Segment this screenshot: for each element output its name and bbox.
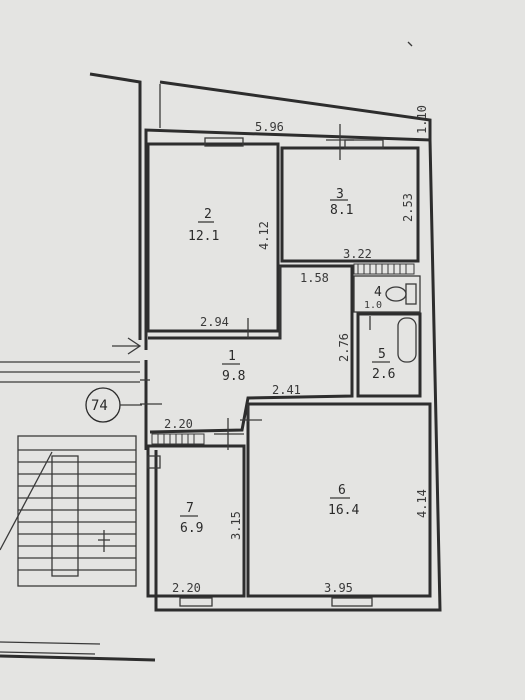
apartment-number-badge: 74	[85, 387, 142, 423]
room-6-area: 16.4	[328, 503, 359, 518]
room-7-area: 6.9	[180, 521, 203, 536]
dim-hall-height: 2.76	[337, 333, 351, 362]
room-5: 5 2.6	[356, 312, 422, 398]
room-2-area: 12.1	[188, 229, 219, 244]
dim-hall-width: 1.58	[300, 271, 329, 285]
outer-walls	[144, 80, 442, 612]
room-3: 3 8.1 2.53 3.22	[280, 124, 420, 263]
dim-room3-width: 3.22	[343, 247, 372, 261]
room-6-number: 6	[338, 483, 346, 498]
room-7-number: 7	[186, 501, 194, 516]
room-3-area: 8.1	[330, 203, 353, 218]
room-1: 1.58 2.76 1 9.8 2.41	[148, 264, 354, 434]
room-4: 4 1.0	[353, 263, 421, 313]
room-5-area: 2.6	[372, 367, 395, 382]
room-5-number: 5	[378, 347, 386, 362]
entry-arrow	[112, 337, 142, 355]
room-1-area: 9.8	[222, 369, 245, 384]
stairwell	[0, 72, 156, 662]
dim-room6-height: 4.14	[415, 489, 429, 518]
dim-room2-width: 2.94	[200, 315, 229, 329]
dim-room2-height: 4.12	[257, 221, 271, 250]
dim-room7-width-top: 2.20	[164, 417, 193, 431]
room-4-number: 4	[374, 285, 382, 300]
dim-balcony-width: 5.96	[255, 120, 284, 134]
room-6: 6 16.4 4.14 3.95	[240, 402, 432, 607]
dim-room7-height: 3.15	[229, 511, 243, 540]
apartment-number: 74	[91, 398, 108, 414]
room-1-number: 1	[228, 349, 236, 364]
room-2-number: 2	[204, 207, 212, 222]
dim-room7-width-bottom: 2.20	[172, 581, 201, 595]
dim-balcony-depth: 1.10	[415, 105, 429, 134]
dim-hall-width-lower: 2.41	[272, 383, 301, 397]
room-4-area: 1.0	[364, 300, 382, 311]
room-2: 2 12.1 4.12 2.94	[146, 137, 280, 333]
room-3-number: 3	[336, 187, 344, 202]
room-7: 2.20 7 6.9 3.15 2.20	[146, 417, 246, 607]
dim-room6-width: 3.95	[324, 581, 353, 595]
dim-room3-height: 2.53	[401, 193, 415, 222]
